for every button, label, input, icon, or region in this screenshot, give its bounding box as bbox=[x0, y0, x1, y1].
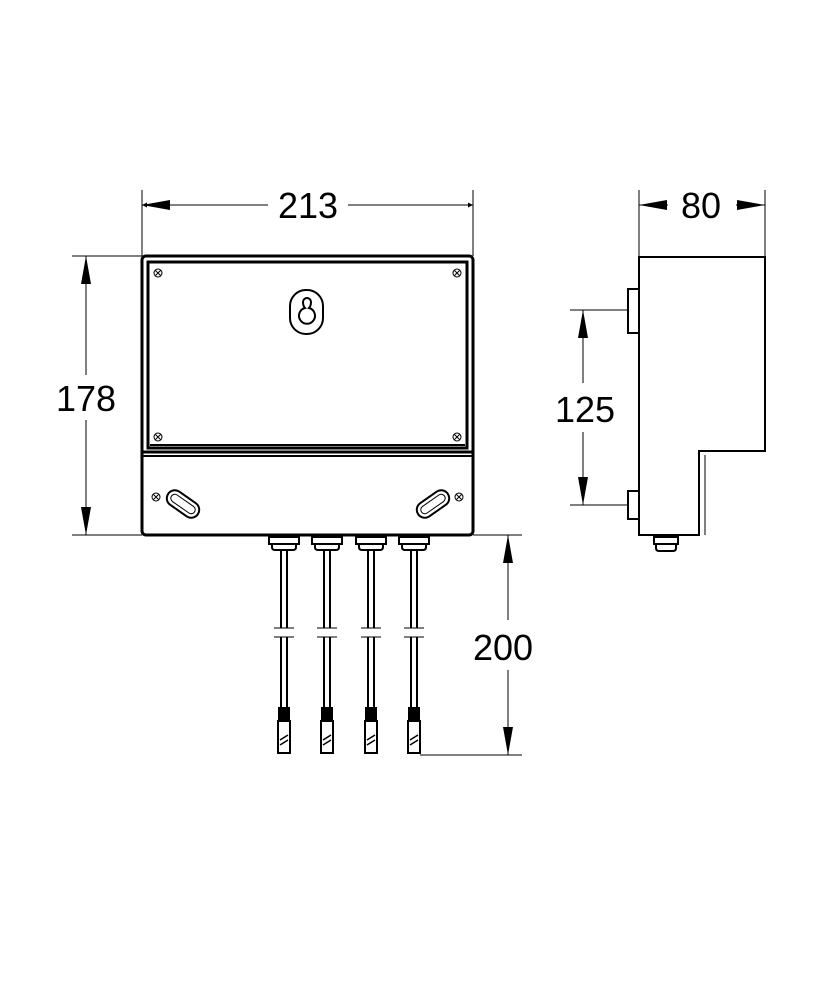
mount-spacing-dimension: 125 bbox=[555, 309, 628, 506]
cables bbox=[268, 536, 430, 754]
housing-outline bbox=[140, 254, 475, 537]
height-label: 178 bbox=[56, 378, 116, 419]
cable-length-label: 200 bbox=[473, 627, 533, 668]
mount-spacing-label: 125 bbox=[555, 389, 615, 430]
mount-tab bbox=[627, 288, 640, 334]
depth-dimension: 80 bbox=[638, 185, 766, 257]
keyhole-mount-icon bbox=[289, 289, 324, 335]
depth-label: 80 bbox=[681, 185, 721, 226]
cable bbox=[398, 536, 430, 754]
cable bbox=[355, 536, 387, 754]
cable-length-dimension: 200 bbox=[420, 534, 533, 756]
side-housing-outline bbox=[638, 256, 766, 536]
cable bbox=[268, 536, 300, 754]
cable bbox=[311, 536, 343, 754]
height-dimension: 178 bbox=[56, 255, 142, 536]
side-connector bbox=[653, 536, 679, 545]
screw-icon bbox=[151, 268, 464, 502]
width-dimension: 213 bbox=[141, 185, 474, 256]
mounting-slot-icon bbox=[165, 489, 451, 519]
side-view: 80 125 bbox=[555, 185, 766, 552]
cover-panel bbox=[146, 260, 469, 450]
width-label: 213 bbox=[278, 185, 338, 226]
mount-tab bbox=[627, 490, 640, 520]
front-view: 213 178 bbox=[56, 185, 533, 756]
